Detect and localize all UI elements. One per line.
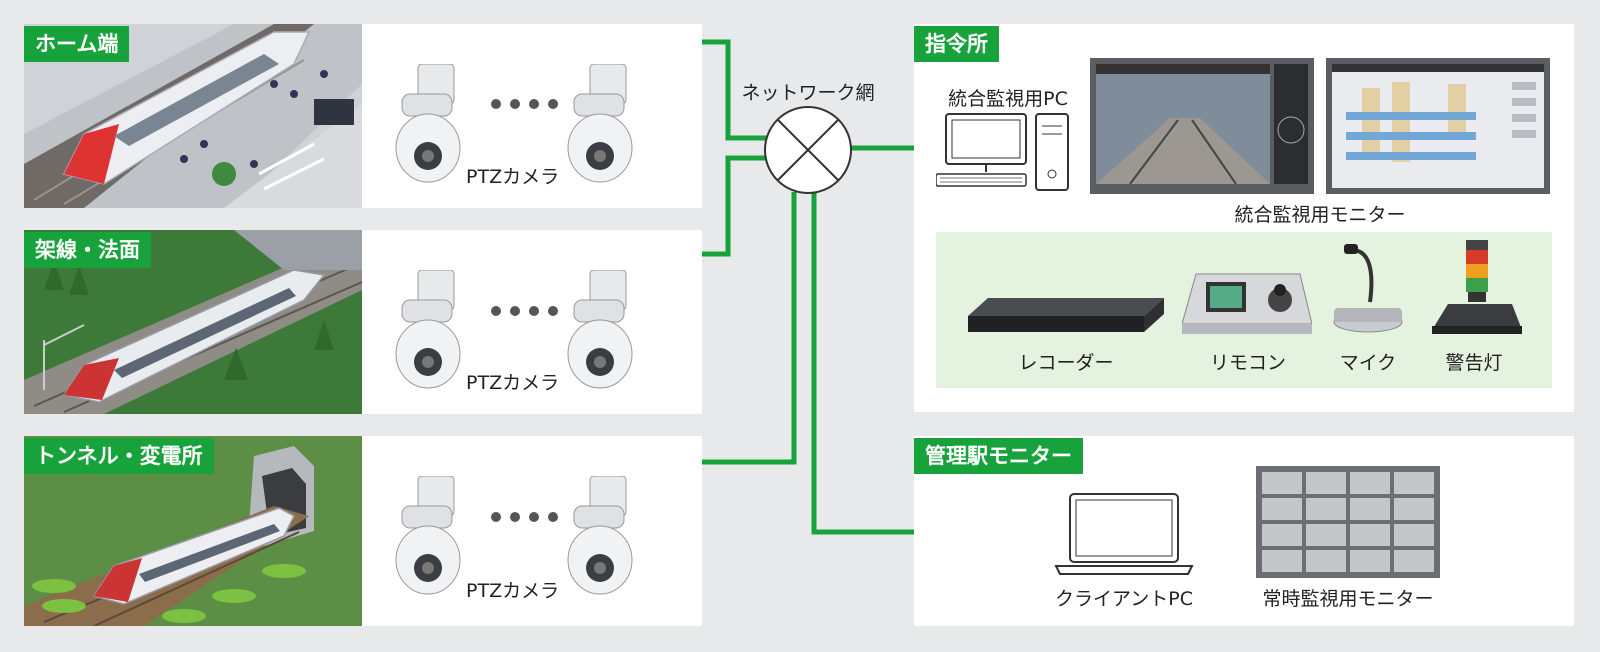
camera-ellipsis xyxy=(491,306,558,316)
camera-label: PTZカメラ xyxy=(466,580,560,602)
camera-ellipsis xyxy=(491,99,558,109)
microphone-icon xyxy=(1333,244,1403,333)
camera-ellipsis xyxy=(491,512,558,522)
ptz-camera xyxy=(564,269,640,394)
client-pc-label: クライアントPC xyxy=(1055,588,1193,610)
warning-light-icon xyxy=(1432,240,1522,334)
device-label: リモコン xyxy=(1209,352,1287,374)
camera-label: PTZカメラ xyxy=(466,166,560,188)
recorder-icon xyxy=(968,298,1164,332)
network-label: ネットワーク網 xyxy=(741,82,875,104)
site-tag-tunnel: トンネル・変電所 xyxy=(24,438,214,474)
wall-monitor-icon xyxy=(1256,466,1440,578)
station-monitor-label: 常時監視用モニター xyxy=(1262,588,1434,610)
integrated-monitor-label: 統合監視用モニター xyxy=(1234,204,1406,226)
device-label: マイク xyxy=(1339,352,1397,374)
site-tag-platform: ホーム端 xyxy=(24,26,130,62)
station-title: 管理駅モニター xyxy=(914,438,1083,474)
network-hub-icon xyxy=(764,106,852,194)
ptz-camera xyxy=(564,475,640,600)
ptz-camera xyxy=(564,63,640,188)
desktop-pc-icon xyxy=(936,113,1069,191)
tunnel-scene xyxy=(24,436,362,626)
device-label: 警告灯 xyxy=(1445,352,1503,374)
ptz-camera xyxy=(392,269,468,394)
command-center-title: 指令所 xyxy=(914,26,999,62)
laptop-icon xyxy=(1054,493,1194,575)
integrated-monitor-right xyxy=(1326,58,1550,194)
integrated-pc-label: 統合監視用PC xyxy=(948,88,1068,110)
remote-controller-icon xyxy=(1182,273,1312,334)
integrated-monitor-left xyxy=(1090,58,1314,194)
platform-scene xyxy=(24,24,362,208)
ptz-camera xyxy=(392,63,468,188)
camera-label: PTZカメラ xyxy=(466,372,560,394)
site-tag-overhead: 架線・法面 xyxy=(24,232,151,268)
ptz-camera xyxy=(392,475,468,600)
device-label: レコーダー xyxy=(1018,352,1114,374)
